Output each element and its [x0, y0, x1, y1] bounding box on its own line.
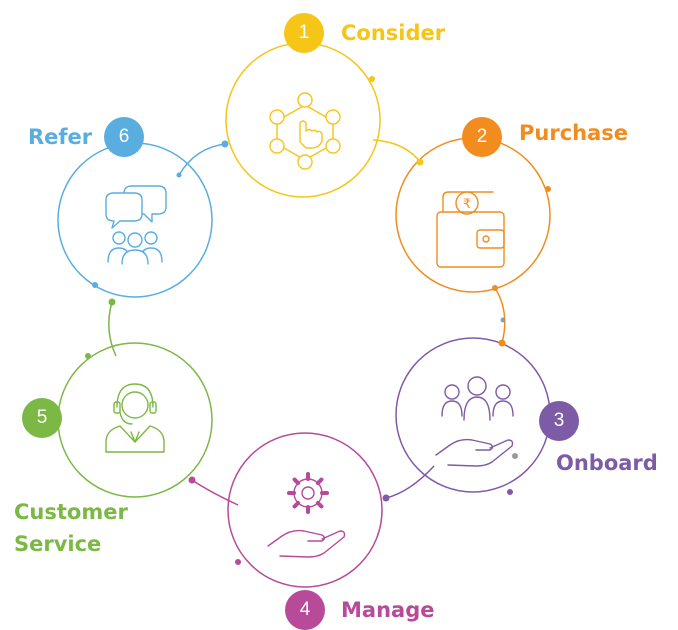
connector-refer-consider [178, 143, 226, 176]
headset-agent-icon [105, 383, 165, 453]
step-badge-purchase: 2 [462, 117, 502, 157]
step-label-consider: Consider [341, 21, 446, 45]
step-badge-manage: 4 [285, 590, 325, 630]
gear-in-hand-icon [267, 472, 346, 558]
gear-tooth [315, 477, 324, 486]
gear-tooth [292, 477, 301, 486]
rupee-wallet-icon: ₹ [436, 191, 505, 268]
step-badge-customer-service: 5 [22, 398, 62, 438]
connector-purchase-onboard [494, 287, 506, 344]
svg-text:₹: ₹ [463, 197, 471, 212]
connector-manage-service [191, 479, 239, 506]
step-badge-consider: 1 [284, 13, 324, 53]
step-label-manage: Manage [341, 598, 435, 622]
customer-service-circle [57, 342, 213, 498]
step-label-refer: Refer [28, 125, 93, 149]
chat-people-icon [105, 185, 167, 265]
step-label-customer-service-line1: Customer [14, 500, 128, 524]
manage-circle [227, 432, 383, 588]
step-badge-refer: 6 [104, 117, 144, 157]
consider-circle [225, 42, 381, 198]
team-in-hand-icon [435, 376, 514, 467]
connector-consider-purchase [372, 139, 421, 163]
step-label-customer-service-line2: Service [14, 532, 102, 556]
gear-tooth [292, 500, 301, 509]
connector-service-refer [108, 301, 117, 357]
hand-network-icon [269, 92, 341, 170]
step-label-purchase: Purchase [519, 121, 629, 145]
step-label-onboard: Onboard [556, 451, 658, 475]
accent-dots [85, 76, 551, 565]
step-label-customer-service: Customer Service [14, 496, 128, 560]
connector-onboard-manage [385, 465, 435, 499]
gear-tooth [315, 500, 324, 509]
step-badge-onboard: 3 [539, 401, 579, 441]
